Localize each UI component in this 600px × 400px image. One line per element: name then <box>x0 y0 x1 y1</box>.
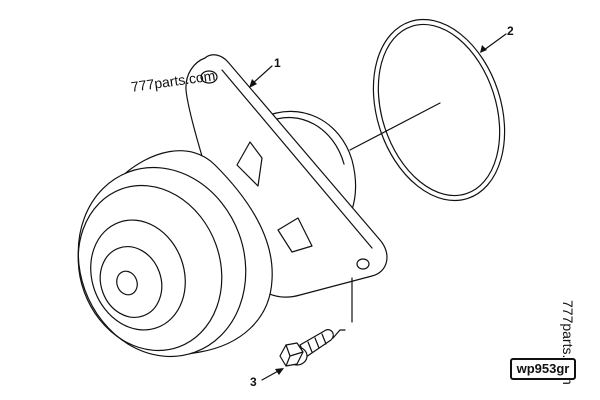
reference-code-badge: wp953gr <box>510 358 576 380</box>
o-ring-seal <box>372 18 506 202</box>
callout-1-label: 1 <box>274 56 281 70</box>
callout-2-leader <box>483 33 507 51</box>
upper-bolt-hole <box>200 70 218 84</box>
callout-1-leader <box>251 65 273 85</box>
callout-3-label: 3 <box>250 375 257 389</box>
lower-bolt-hole <box>356 258 370 270</box>
center-axis-line <box>349 102 441 151</box>
pulley-hub-hole <box>116 270 138 296</box>
water-pump <box>77 54 388 358</box>
bolt-guide-line <box>332 329 346 339</box>
callout-2-label: 2 <box>507 24 514 38</box>
flange-bolt <box>279 329 334 367</box>
